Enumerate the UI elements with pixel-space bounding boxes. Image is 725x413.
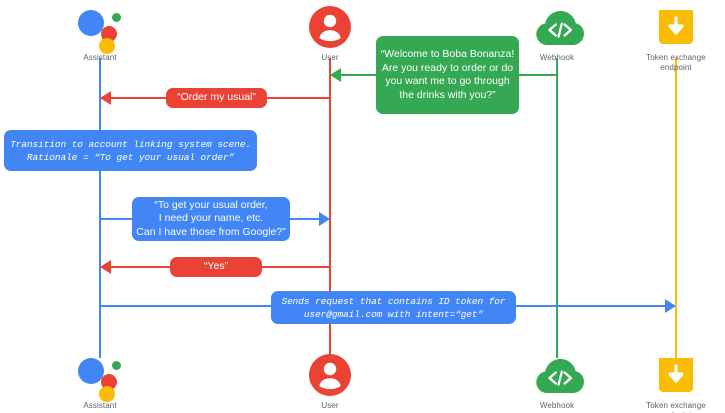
download-box-svg [659, 358, 693, 392]
user-avatar-icon [307, 4, 353, 50]
actor-label-user: User [321, 401, 339, 410]
actor-webhook-bottom: Webhook [497, 352, 617, 411]
lifeline-webhook [556, 58, 558, 358]
user-avatar-svg [309, 354, 351, 396]
actor-label-user: User [321, 53, 339, 62]
actor-token-endpoint-bottom: Token exchange endpoint [616, 352, 725, 413]
arrow-head-welcome [330, 68, 341, 82]
actor-token-endpoint-top: Token exchange endpoint [616, 4, 725, 73]
message-transition-note: Transition to account linking system sce… [4, 130, 257, 171]
message-order-my-usual: “Order my usual” [166, 88, 267, 108]
actor-webhook-top: Webhook [497, 4, 617, 63]
user-avatar-svg [309, 6, 351, 48]
user-avatar-icon [307, 352, 353, 398]
arrow-head-yes [100, 260, 111, 274]
actor-user-top: User [270, 4, 390, 63]
message-request-name: “To get your usual order, I need your na… [132, 197, 290, 241]
cloud-code-icon [534, 352, 584, 398]
cloud-code-svg [536, 359, 584, 393]
actor-assistant-top: Assistant [40, 4, 160, 63]
actor-label-token-endpoint: Token exchange endpoint [646, 53, 706, 72]
actor-assistant-bottom: Assistant [40, 352, 160, 411]
message-welcome: “Welcome to Boba Bonanza! Are you ready … [376, 36, 519, 114]
download-box-svg [659, 10, 693, 44]
cloud-code-svg [536, 11, 584, 45]
actor-label-assistant: Assistant [83, 53, 117, 62]
arrow-head-order-my-usual [100, 91, 111, 105]
download-box-icon [653, 352, 699, 398]
message-yes: “Yes” [170, 257, 262, 277]
actor-label-webhook: Webhook [539, 53, 575, 62]
arrow-head-sends-id-token [665, 299, 676, 313]
arrow-head-request-name [319, 212, 330, 226]
lifeline-assistant [99, 58, 101, 358]
google-assistant-icon [77, 4, 123, 54]
google-assistant-icon [77, 352, 123, 402]
download-box-icon [653, 4, 699, 50]
actor-user-bottom: User [270, 352, 390, 411]
actor-label-token-endpoint: Token exchange endpoint [646, 401, 706, 413]
message-sends-id-token: Sends request that contains ID token for… [271, 291, 516, 324]
lifeline-user [329, 58, 331, 358]
lifeline-token-endpoint [675, 58, 677, 358]
actor-label-assistant: Assistant [83, 401, 117, 410]
cloud-code-icon [534, 4, 584, 50]
actor-label-webhook: Webhook [539, 401, 575, 410]
